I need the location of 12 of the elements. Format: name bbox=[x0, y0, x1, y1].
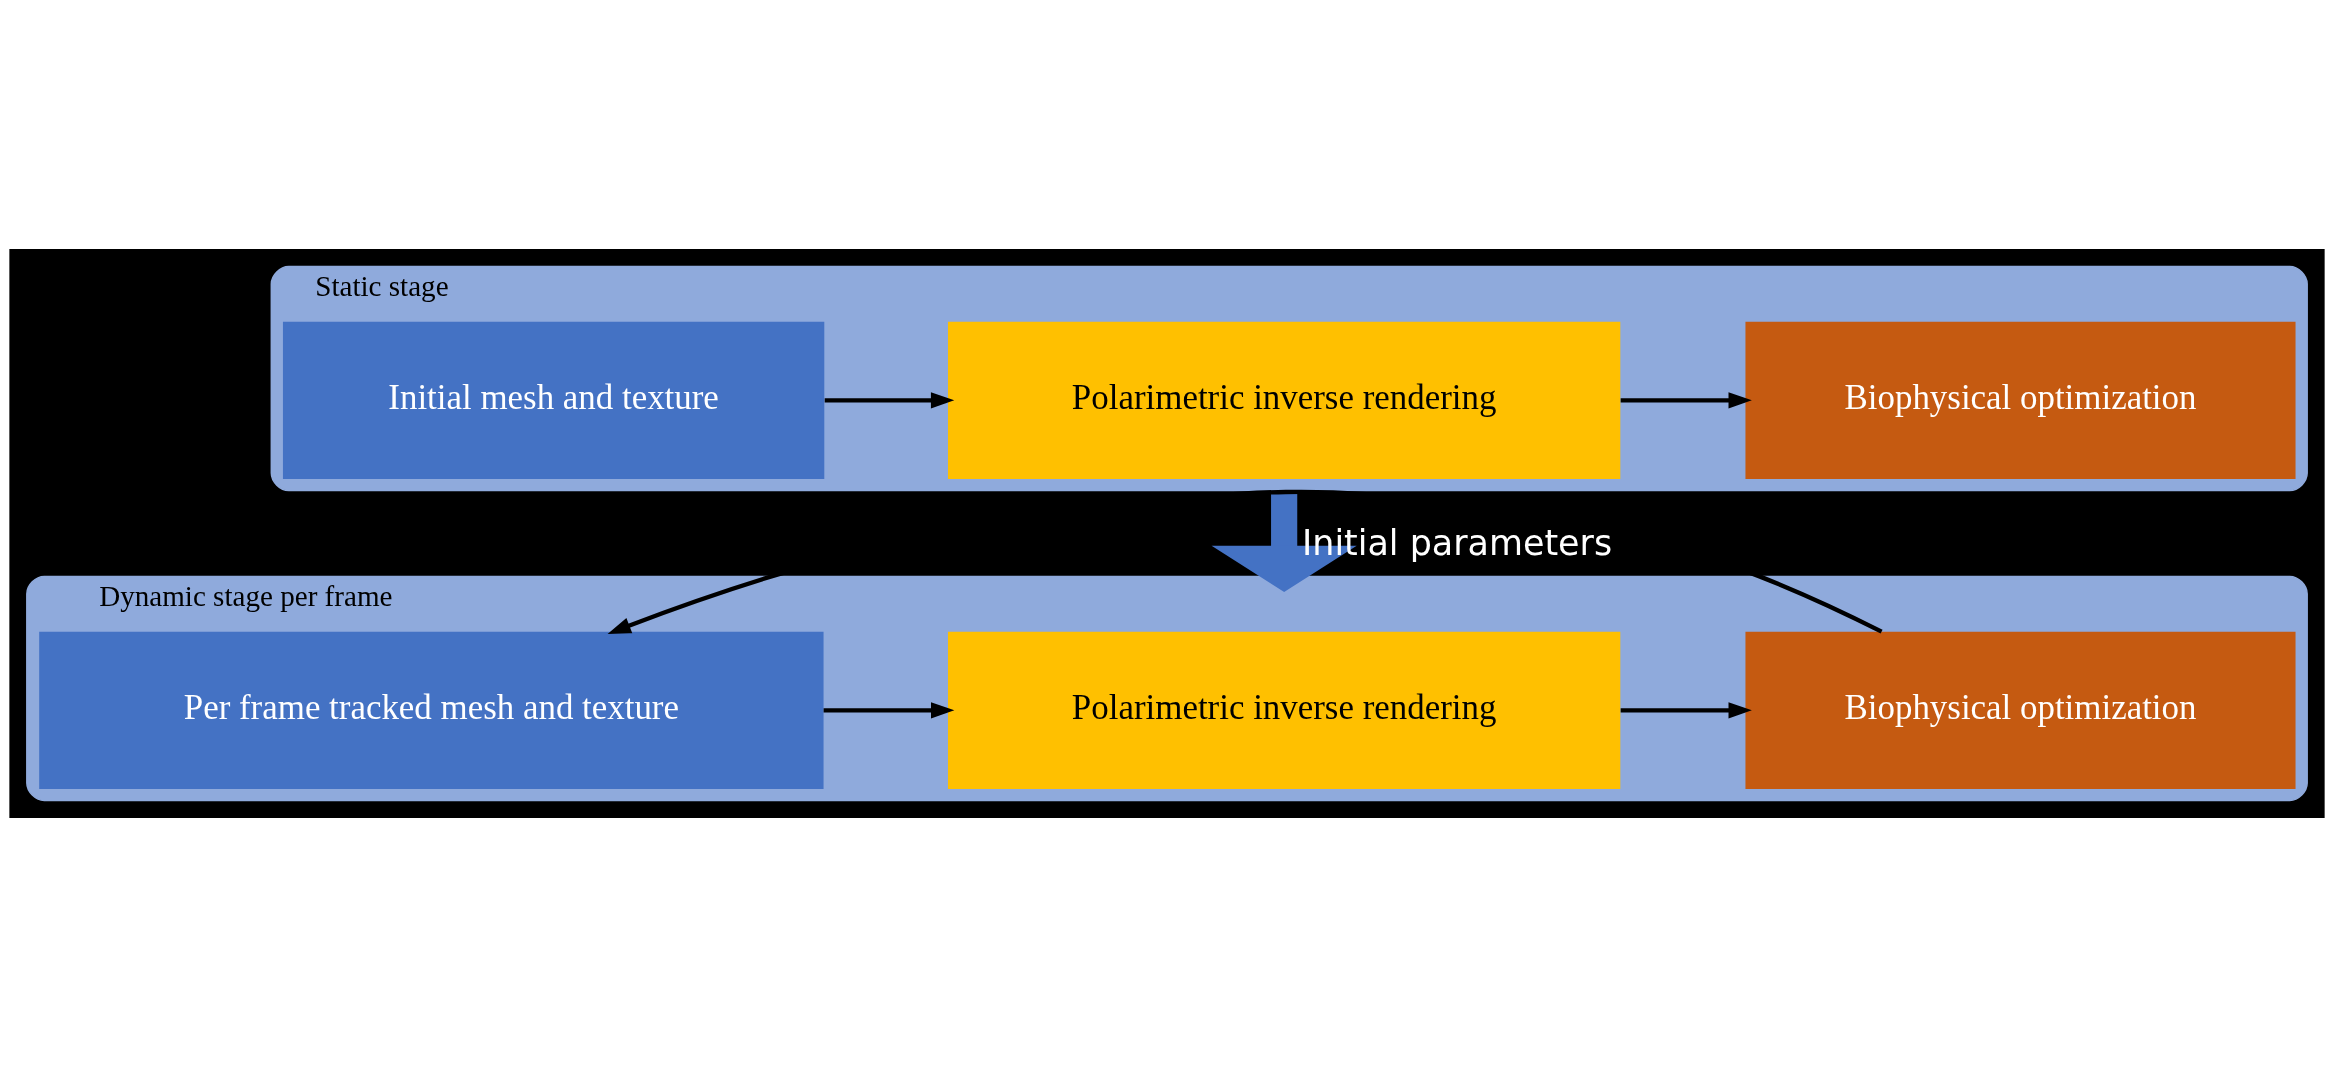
arrow bbox=[1620, 392, 1752, 409]
arrow bbox=[1620, 702, 1752, 719]
node-box: Biophysical optimization bbox=[1745, 321, 2296, 479]
node-box: Polarimetric inverse rendering bbox=[948, 321, 1621, 479]
arrow bbox=[824, 392, 955, 409]
arrow bbox=[823, 702, 955, 719]
node-box: Polarimetric inverse rendering bbox=[948, 631, 1621, 789]
node-box: Per frame tracked mesh and texture bbox=[39, 631, 824, 789]
edge-label: Initial parameters bbox=[1301, 522, 1613, 563]
node-box: Initial mesh and texture bbox=[282, 321, 825, 479]
node-box: Biophysical optimization bbox=[1745, 631, 2296, 789]
arrow bbox=[607, 489, 1883, 634]
